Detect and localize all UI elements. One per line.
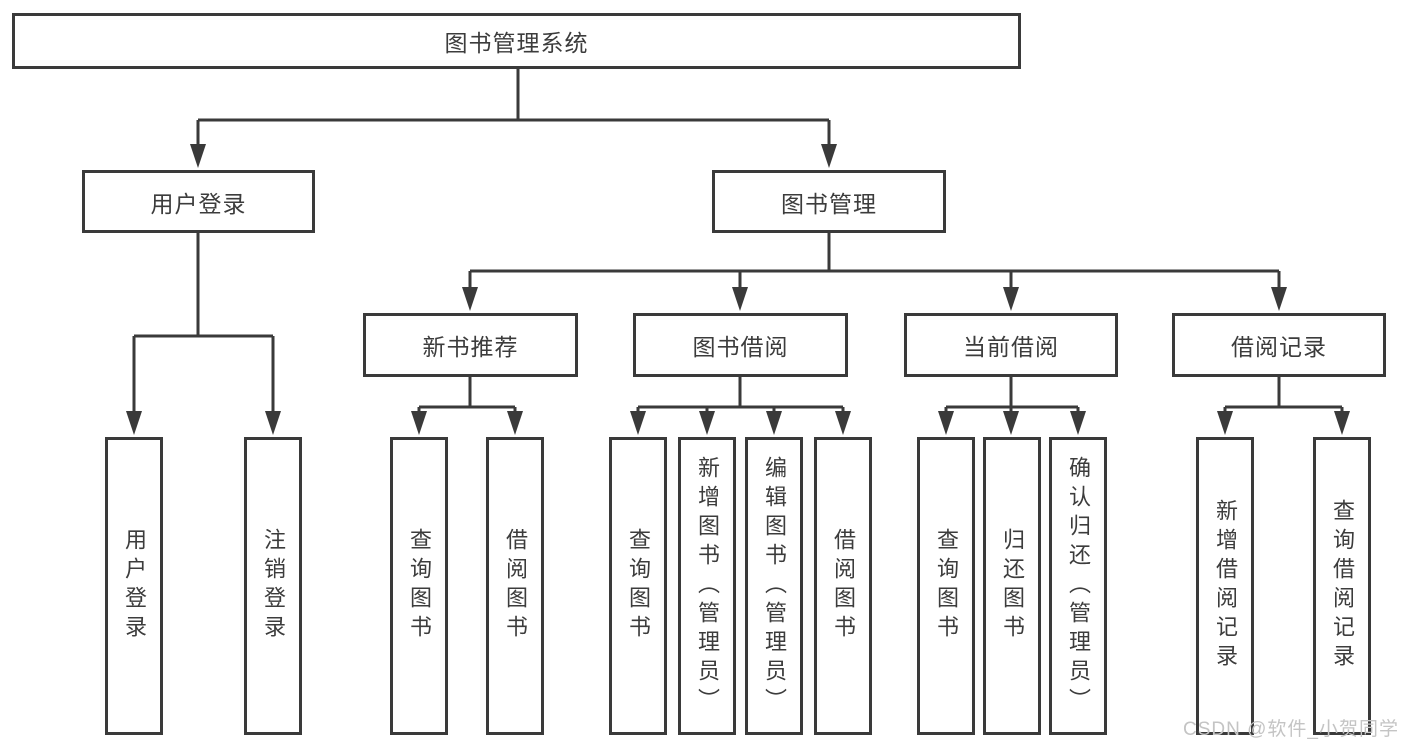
leaf-label: 查询图书 bbox=[934, 528, 959, 644]
leaf-label: 归还图书 bbox=[1000, 528, 1025, 644]
node-label: 借阅记录 bbox=[1231, 334, 1327, 360]
node-borrowing-records: 借阅记录 bbox=[1172, 313, 1386, 377]
arrow-down-icon bbox=[265, 411, 281, 435]
leaf-label: 新增借阅记录 bbox=[1213, 499, 1238, 673]
arrow-down-icon bbox=[938, 411, 954, 435]
csdn-watermark: CSDN @软件_小贺同学 bbox=[1183, 719, 1399, 740]
node-label: 图书管理系统 bbox=[444, 30, 589, 56]
node-book-borrowing: 图书借阅 bbox=[633, 313, 848, 377]
leaf-label: 注销登录 bbox=[261, 528, 286, 644]
node-label: 图书借阅 bbox=[692, 334, 789, 360]
arrow-down-icon bbox=[1217, 411, 1233, 435]
leaf-query-books-borrowing: 查询图书 bbox=[609, 437, 667, 735]
leaf-label: 查询图书 bbox=[407, 528, 432, 644]
leaf-confirm-return-admin: 确认归还（管理员） bbox=[1049, 437, 1107, 735]
arrow-down-icon bbox=[699, 411, 715, 435]
leaf-label: 新增图书（管理员） bbox=[695, 455, 720, 717]
node-label: 当前借阅 bbox=[963, 334, 1059, 360]
leaf-label: 用户登录 bbox=[122, 528, 147, 644]
leaf-label: 确认归还（管理员） bbox=[1066, 455, 1091, 717]
arrow-down-icon bbox=[732, 287, 748, 311]
arrow-down-icon bbox=[190, 144, 206, 168]
arrow-down-icon bbox=[630, 411, 646, 435]
arrow-down-icon bbox=[766, 411, 782, 435]
node-new-book-recommendation: 新书推荐 bbox=[363, 313, 578, 377]
leaf-query-books-current: 查询图书 bbox=[917, 437, 975, 735]
leaf-logout: 注销登录 bbox=[244, 437, 302, 735]
node-user-login-group: 用户登录 bbox=[82, 170, 315, 233]
node-label: 新书推荐 bbox=[422, 334, 519, 360]
arrow-down-icon bbox=[1070, 411, 1086, 435]
leaf-user-login: 用户登录 bbox=[105, 437, 163, 735]
arrow-down-icon bbox=[411, 411, 427, 435]
leaf-borrow-books-recommend: 借阅图书 bbox=[486, 437, 544, 735]
arrow-down-icon bbox=[462, 287, 478, 311]
arrow-down-icon bbox=[835, 411, 851, 435]
arrow-down-icon bbox=[126, 411, 142, 435]
leaf-label: 查询借阅记录 bbox=[1330, 499, 1355, 673]
leaf-label: 查询图书 bbox=[626, 528, 651, 644]
leaf-add-borrow-record: 新增借阅记录 bbox=[1196, 437, 1254, 735]
node-book-management: 图书管理 bbox=[712, 170, 946, 233]
leaf-add-books-admin: 新增图书（管理员） bbox=[678, 437, 736, 735]
leaf-label: 借阅图书 bbox=[503, 528, 528, 644]
leaf-label: 编辑图书（管理员） bbox=[762, 455, 787, 717]
arrow-down-icon bbox=[507, 411, 523, 435]
leaf-return-books: 归还图书 bbox=[983, 437, 1041, 735]
node-current-borrowing: 当前借阅 bbox=[904, 313, 1118, 377]
leaf-query-borrow-record: 查询借阅记录 bbox=[1313, 437, 1371, 735]
node-label: 图书管理 bbox=[781, 190, 877, 217]
node-label: 用户登录 bbox=[150, 190, 247, 217]
arrow-down-icon bbox=[1271, 287, 1287, 311]
leaf-borrow-books: 借阅图书 bbox=[814, 437, 872, 735]
leaf-query-books-recommend: 查询图书 bbox=[390, 437, 448, 735]
arrow-down-icon bbox=[1003, 411, 1019, 435]
arrow-down-icon bbox=[1334, 411, 1350, 435]
leaf-edit-books-admin: 编辑图书（管理员） bbox=[745, 437, 803, 735]
node-library-management-system: 图书管理系统 bbox=[12, 13, 1021, 69]
leaf-label: 借阅图书 bbox=[831, 528, 856, 644]
arrow-down-icon bbox=[1003, 287, 1019, 311]
arrow-down-icon bbox=[821, 144, 837, 168]
